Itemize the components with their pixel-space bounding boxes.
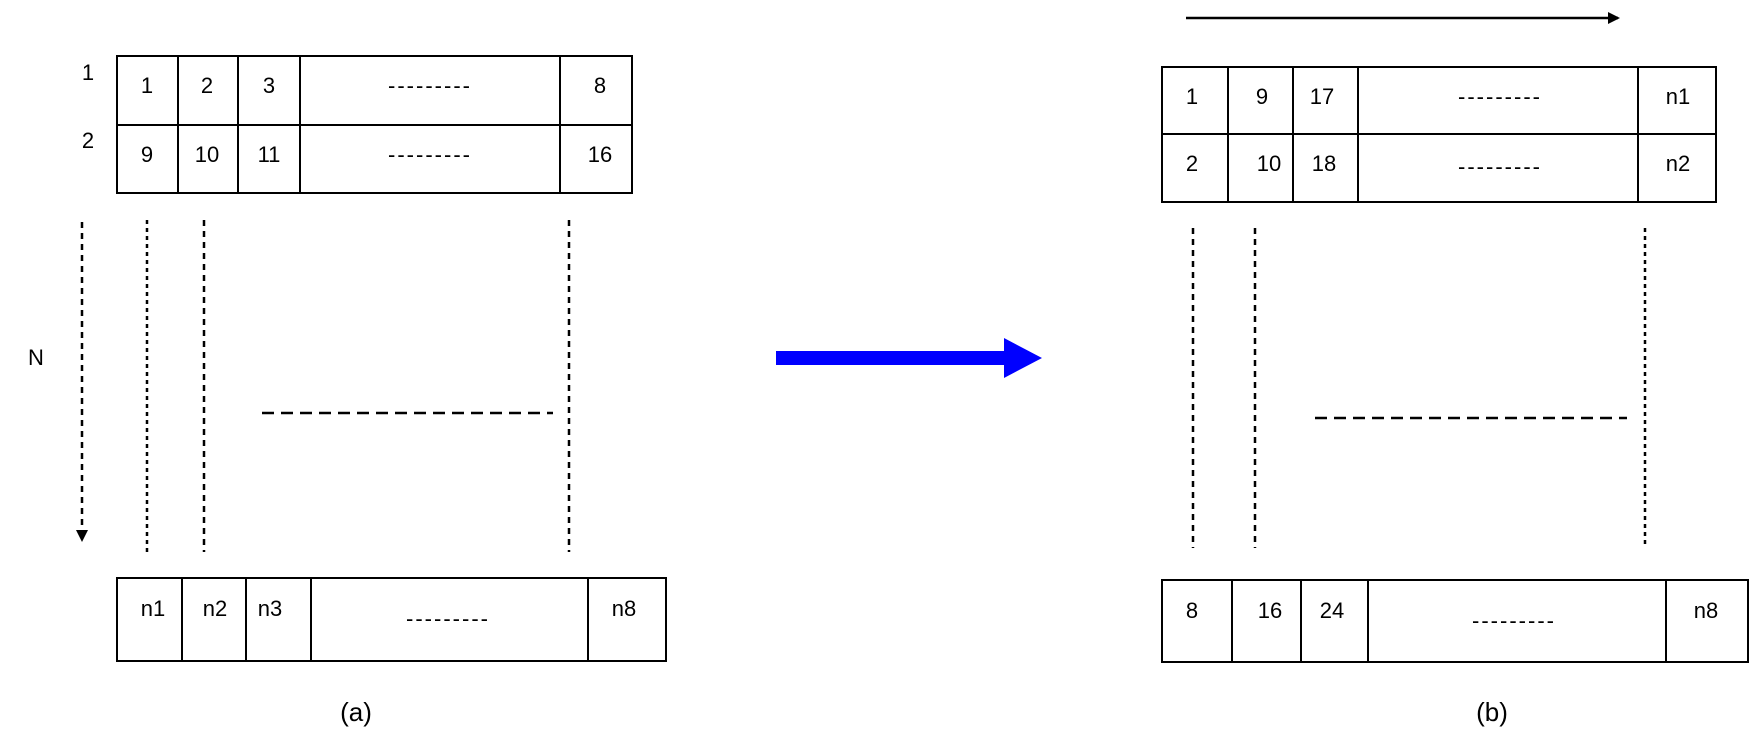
table-cell-ellipsis: --------- [1472, 608, 1556, 633]
caption-a: (a) [340, 697, 372, 727]
transform-arrow [776, 338, 1042, 378]
panel-b: 1 9 17 --------- n1 2 10 18 --------- n2… [1161, 12, 1749, 727]
table-cell-ellipsis: --------- [388, 73, 472, 98]
panel-a-top-table [116, 55, 633, 194]
transform-arrow-shaft [776, 351, 1006, 365]
panel-a: 1 2 1 2 3 --------- 8 9 10 11 --------- … [28, 55, 667, 727]
table-cell-ellipsis: --------- [406, 606, 490, 631]
table-cell: n2 [1666, 151, 1690, 176]
row-label-2: 2 [82, 128, 94, 153]
table-cell: 2 [1186, 151, 1198, 176]
table-cell: 1 [141, 73, 153, 98]
panel-a-bottom-row [116, 577, 667, 662]
table-cell: 9 [141, 142, 153, 167]
panel-b-bottom-row [1161, 579, 1749, 663]
table-cell: 16 [1258, 598, 1282, 623]
table-cell: 2 [201, 73, 213, 98]
table-cell: n8 [1694, 598, 1718, 623]
table-border [1161, 579, 1749, 663]
table-cell: 18 [1312, 151, 1336, 176]
table-cell: 9 [1256, 84, 1268, 109]
table-cell: n8 [612, 596, 636, 621]
table-cell: 24 [1320, 598, 1344, 623]
table-cell-ellipsis: --------- [388, 142, 472, 167]
table-border [116, 577, 667, 662]
caption-b: (b) [1476, 697, 1508, 727]
transform-arrow-head [1004, 338, 1042, 378]
panel-b-top-table [1161, 66, 1717, 203]
table-cell: n1 [1666, 84, 1690, 109]
table-cell-ellipsis: --------- [1458, 154, 1542, 179]
table-cell: n2 [203, 596, 227, 621]
table-cell: 3 [263, 73, 275, 98]
table-cell: 8 [1186, 598, 1198, 623]
table-cell: 8 [594, 73, 606, 98]
table-cell: 17 [1310, 84, 1334, 109]
table-cell: 1 [1186, 84, 1198, 109]
table-cell: 11 [258, 142, 281, 167]
table-cell-ellipsis: --------- [1458, 84, 1542, 109]
row-label-1: 1 [82, 60, 94, 85]
table-cell: n1 [141, 596, 165, 621]
table-cell: n3 [258, 596, 282, 621]
table-cell: 10 [1257, 151, 1281, 176]
table-cell: 10 [195, 142, 219, 167]
n-label: N [28, 345, 44, 370]
table-cell: 16 [588, 142, 612, 167]
